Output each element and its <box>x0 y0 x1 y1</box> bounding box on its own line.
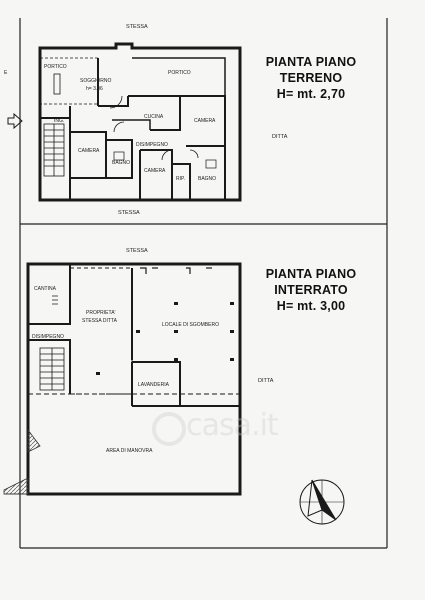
ground-floor-heading: PIANTA PIANO TERRENO H= mt. 2,70 <box>246 54 376 102</box>
label-cantina: CANTINA <box>34 286 57 292</box>
label-top-neighbour: STESSA <box>126 24 148 30</box>
label-area-manovra: AREA DI MANOVRA <box>106 448 153 454</box>
label-rip: RIP. <box>176 176 185 182</box>
label-basement-side-neighbour: DITTA <box>258 378 274 384</box>
label-camera-right: CAMERA <box>194 118 216 124</box>
label-locale-sgombero: LOCALE DI SGOMBERO <box>162 322 219 328</box>
basement-heading-line-2: INTERRATO <box>274 283 348 297</box>
entrance-arrow <box>7 112 23 130</box>
ground-floor-plan <box>38 42 242 202</box>
ground-floor-heading-line-1: PIANTA PIANO <box>265 55 357 69</box>
north-arrow-icon <box>299 479 345 525</box>
label-portico-left: PORTICO <box>44 64 67 70</box>
label-side-neighbour: DITTA <box>272 134 288 140</box>
label-bagno-left: BAGNO <box>112 160 130 166</box>
basement-heading: PIANTA PIANO INTERRATO H= mt. 3,00 <box>246 266 376 314</box>
ground-floor-heading-line-3: H= mt. 2,70 <box>276 87 346 101</box>
basement-heading-line-3: H= mt. 3,00 <box>276 299 346 313</box>
label-soggiorno: SOGGIORNO <box>80 78 112 84</box>
watermark-logo-icon <box>152 412 186 446</box>
ground-floor-labels: STESSA STESSA DITTA E PORTICO PORTICO SO… <box>4 24 288 216</box>
label-lavanderia: LAVANDERIA <box>138 382 170 388</box>
label-bottom-neighbour: STESSA <box>118 210 140 216</box>
label-camera-bottom: CAMERA <box>144 168 166 174</box>
label-portico-right: PORTICO <box>168 70 191 76</box>
label-basement-top-neighbour: STESSA <box>126 248 148 254</box>
label-cucina: CUCINA <box>144 114 164 120</box>
basement-labels: STESSA DITTA CANTINA PROPRIETA' STESSA D… <box>32 248 274 454</box>
label-basement-disimpegno: DISIMPEGNO <box>32 334 64 340</box>
label-proprieta: PROPRIETA' <box>86 310 116 316</box>
label-left-edge: E <box>4 70 8 76</box>
label-ingresso: ING. <box>54 118 64 124</box>
ground-floor-heading-line-2: TERRENO <box>279 71 343 85</box>
label-disimpegno: DISIMPEGNO <box>136 142 168 148</box>
watermark: casa.it <box>152 408 279 443</box>
watermark-text: casa.it <box>186 408 279 443</box>
ramp-hatch <box>3 428 41 495</box>
sheet-border <box>19 18 388 549</box>
label-soggiorno-height: h= 3.06 <box>86 86 103 92</box>
basement-heading-line-1: PIANTA PIANO <box>265 267 357 281</box>
label-stessa-ditta: STESSA DITTA <box>82 318 118 324</box>
label-bagno-right: BAGNO <box>198 176 216 182</box>
label-camera-left: CAMERA <box>78 148 100 154</box>
basement-floor-plan <box>26 262 242 496</box>
